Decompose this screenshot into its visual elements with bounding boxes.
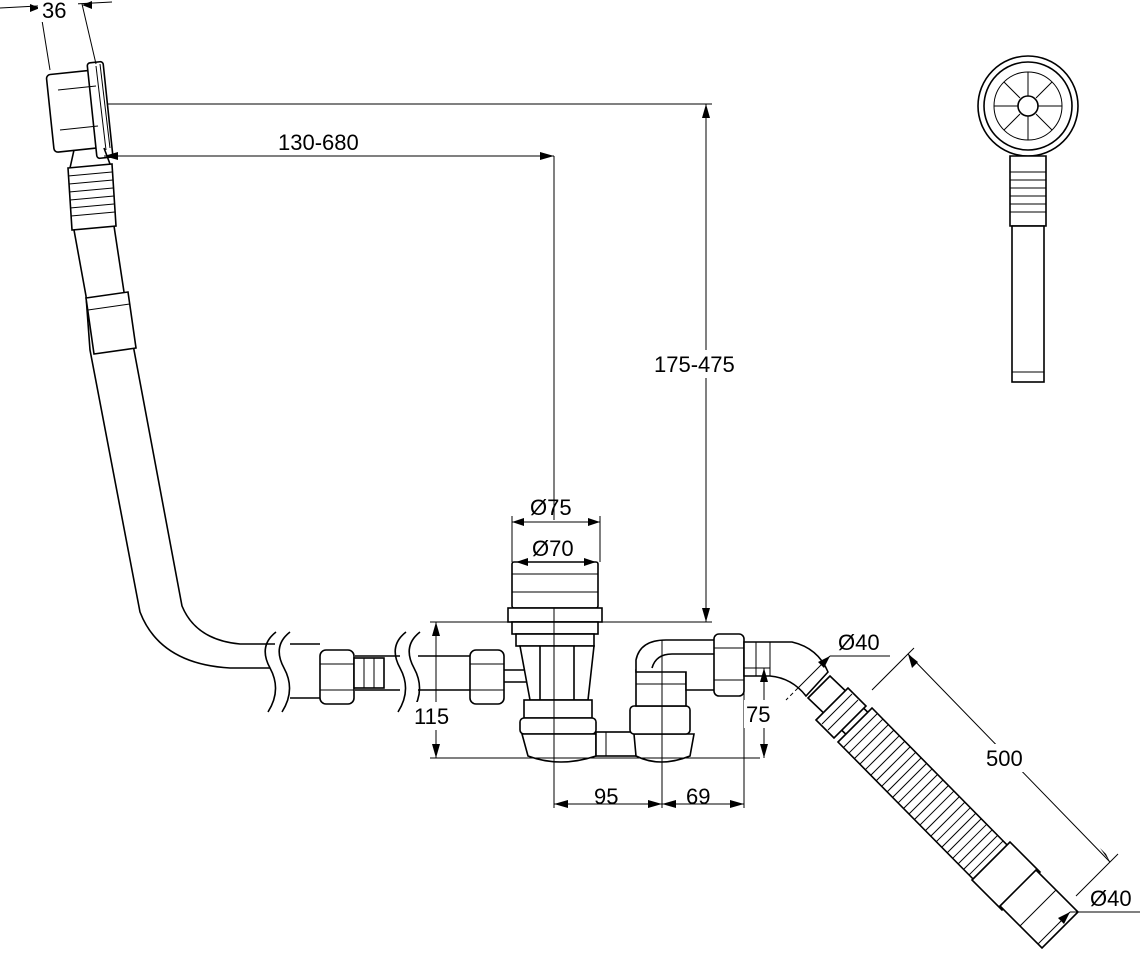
hose-ring	[914, 785, 949, 820]
dim-trap-height: 115	[414, 704, 449, 729]
hose-ring	[875, 746, 911, 782]
dim-hose-end-diameter: Ø40	[1090, 886, 1132, 911]
hose-ring	[870, 740, 906, 776]
trap-bend	[520, 731, 695, 763]
hose-ring	[941, 812, 977, 848]
waste-valve	[507, 561, 603, 735]
hose-ring	[968, 840, 1004, 876]
dim-trap-spacing: 95	[594, 784, 618, 809]
dim-vertical-height: 175-475	[654, 352, 735, 377]
hose-ring	[859, 729, 895, 765]
hose-ring	[952, 823, 988, 859]
dim-waste-inner-diameter: Ø70	[532, 536, 574, 561]
hose-ring	[881, 751, 917, 787]
hose-ring	[897, 768, 933, 804]
flex-hose	[806, 674, 1080, 950]
overflow-head	[45, 60, 114, 160]
dim-outlet-diameter: Ø40	[838, 630, 880, 655]
dim-overflow-depth: 36	[42, 0, 66, 23]
dim-outlet-height: 75	[746, 702, 770, 727]
hose-ring	[864, 735, 900, 771]
hose-ring	[919, 790, 955, 826]
hose-ring	[935, 807, 971, 843]
dim-outlet-spacing: 69	[686, 784, 710, 809]
union-nut-middle	[469, 649, 540, 705]
hose-ring	[848, 718, 884, 754]
hose-ring	[963, 835, 998, 870]
hose-ring	[903, 774, 938, 809]
overflow-front-view	[977, 55, 1079, 383]
dim-horizontal-reach: 130-680	[278, 130, 359, 155]
trap-riser	[629, 639, 721, 735]
hose-ring	[843, 713, 878, 748]
pipe-break-marks	[264, 631, 421, 713]
hose-ring	[946, 818, 982, 854]
hose-ring	[957, 829, 993, 865]
dim-waste-outer-diameter: Ø75	[530, 495, 572, 520]
hose-ring	[908, 779, 944, 815]
hose-ring	[925, 796, 960, 831]
dimension-labels: 36 130-680 175-475 Ø75 Ø70 115 75 95 69 …	[38, 0, 1132, 911]
union-nut-left	[319, 649, 385, 705]
hose-ring	[930, 801, 966, 837]
hose-ring	[892, 763, 927, 798]
overflow-corrugation	[67, 147, 117, 231]
hose-ring	[854, 724, 889, 759]
outlet-union	[713, 633, 829, 698]
dim-hose-length: 500	[986, 746, 1023, 771]
overflow-pipe	[73, 225, 275, 669]
horizontal-pipe	[290, 643, 472, 699]
hose-ring	[886, 757, 922, 793]
